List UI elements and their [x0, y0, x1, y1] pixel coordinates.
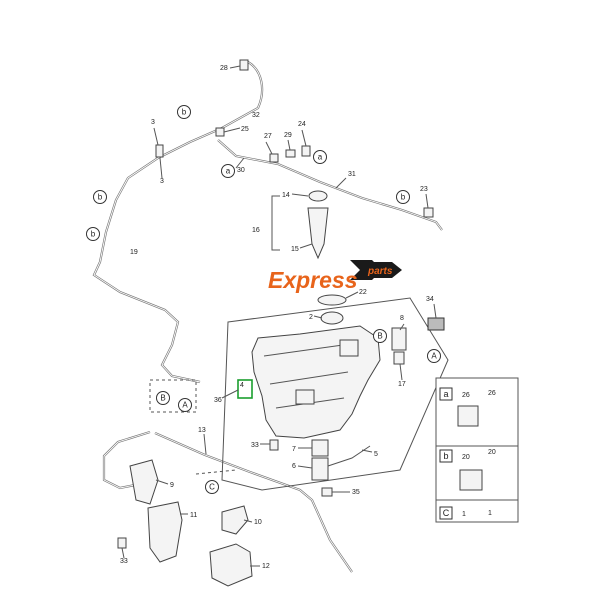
legend-part-1: 1 [462, 511, 466, 518]
callout-13: 13 [198, 427, 206, 434]
reference-markers: b b b a a b B A B A C [86, 105, 441, 494]
callout-7: 7 [292, 446, 296, 453]
reservoir-frame [221, 297, 449, 491]
seal-22 [317, 294, 347, 306]
nozzle-24 [301, 145, 311, 157]
hose-19 [92, 61, 264, 384]
legend-num-20: 20 [488, 449, 496, 456]
callout-29: 29 [284, 132, 292, 139]
legend-ref-C: C [443, 508, 450, 518]
callout-22: 22 [359, 289, 367, 296]
callout-35: 35 [352, 489, 360, 496]
clip-27 [269, 153, 279, 163]
filler-neck-15 [307, 207, 329, 260]
sensor-17 [393, 351, 405, 365]
callout-31: 31 [348, 171, 356, 178]
ref-A-2: A [182, 401, 188, 410]
callout-11: 11 [190, 512, 197, 519]
pump-7 [311, 439, 329, 457]
pump-assembly-12 [209, 543, 253, 587]
clip-25 [215, 127, 225, 137]
ref-B-2: B [160, 394, 165, 403]
clip-3 [155, 144, 164, 158]
connector-28 [239, 59, 249, 71]
ref-B-1: B [377, 332, 382, 341]
jet-9 [129, 459, 159, 505]
ref-C-1: C [209, 483, 215, 492]
callout-23: 23 [420, 186, 428, 193]
callout-33a: 33 [251, 442, 259, 449]
callout-3a: 3 [151, 119, 155, 126]
logo-text-sub: parts [367, 266, 393, 277]
callout-14: 14 [282, 192, 290, 199]
logo-text-main: Express [268, 267, 358, 293]
callout-17: 17 [398, 381, 406, 388]
filler-neck-group [271, 190, 329, 260]
legend-part-26-icon [457, 405, 479, 427]
connector-29 [285, 149, 296, 158]
filler-cap-14 [308, 190, 328, 202]
bolt-33-lower [117, 537, 127, 549]
bracket-8 [391, 327, 407, 351]
bracket-11 [147, 501, 183, 563]
callout-27: 27 [264, 133, 272, 140]
ref-b-1: b [182, 108, 187, 117]
callout-36: 36 [214, 397, 222, 404]
callout-16: 16 [252, 227, 260, 234]
ref-A-1: A [431, 352, 437, 361]
hose-31 [217, 139, 443, 231]
legend-part-20-icon [459, 469, 483, 491]
callout-12: 12 [262, 563, 270, 570]
callout-34: 34 [426, 296, 434, 303]
clip-35 [321, 487, 333, 497]
callout-3b: 3 [160, 178, 164, 185]
bolt-33-upper [269, 439, 279, 451]
callout-4: 4 [240, 382, 244, 389]
callout-10: 10 [254, 519, 262, 526]
clip-23 [423, 207, 434, 218]
callout-15: 15 [291, 246, 299, 253]
callout-28: 28 [220, 65, 228, 72]
express-parts-logo: Express parts [268, 260, 402, 293]
legend-refs: a 26 b 20 C 1 [439, 387, 470, 520]
legend-ref-b: b [443, 451, 448, 461]
callout-30: 30 [237, 167, 245, 174]
hose-13 [154, 431, 353, 573]
hose-9 [102, 430, 151, 490]
callout-8: 8 [400, 315, 404, 322]
callout-2: 2 [309, 314, 313, 321]
pad-34 [427, 317, 445, 331]
legend-part-26: 26 [462, 392, 470, 399]
legend-num-1: 1 [488, 510, 492, 517]
ref-b-2: b [98, 193, 103, 202]
nozzle-10 [221, 505, 249, 535]
leader-lines [121, 65, 437, 567]
part-4-highlight [237, 379, 253, 399]
callout-19: 19 [130, 249, 138, 256]
cap-2 [320, 311, 344, 325]
callout-33b: 33 [120, 558, 128, 565]
legend-ref-a: a [443, 389, 448, 399]
callout-24: 24 [298, 121, 306, 128]
ref-a-1: a [226, 167, 231, 176]
legend-num-26: 26 [488, 390, 496, 397]
reservoir-tank [251, 325, 381, 439]
ref-a-2: a [318, 153, 323, 162]
ref-b-3: b [91, 230, 96, 239]
legend-part-20: 20 [462, 454, 470, 461]
callout-6: 6 [292, 463, 296, 470]
callout-25: 25 [241, 126, 249, 133]
callout-labels: 28 32 3 3 25 27 29 24 30 31 23 14 16 15 … [120, 65, 496, 570]
callout-32: 32 [252, 112, 260, 119]
ref-b-4: b [401, 193, 406, 202]
callout-5: 5 [374, 451, 378, 458]
callout-9: 9 [170, 482, 174, 489]
pump-6 [311, 457, 329, 481]
